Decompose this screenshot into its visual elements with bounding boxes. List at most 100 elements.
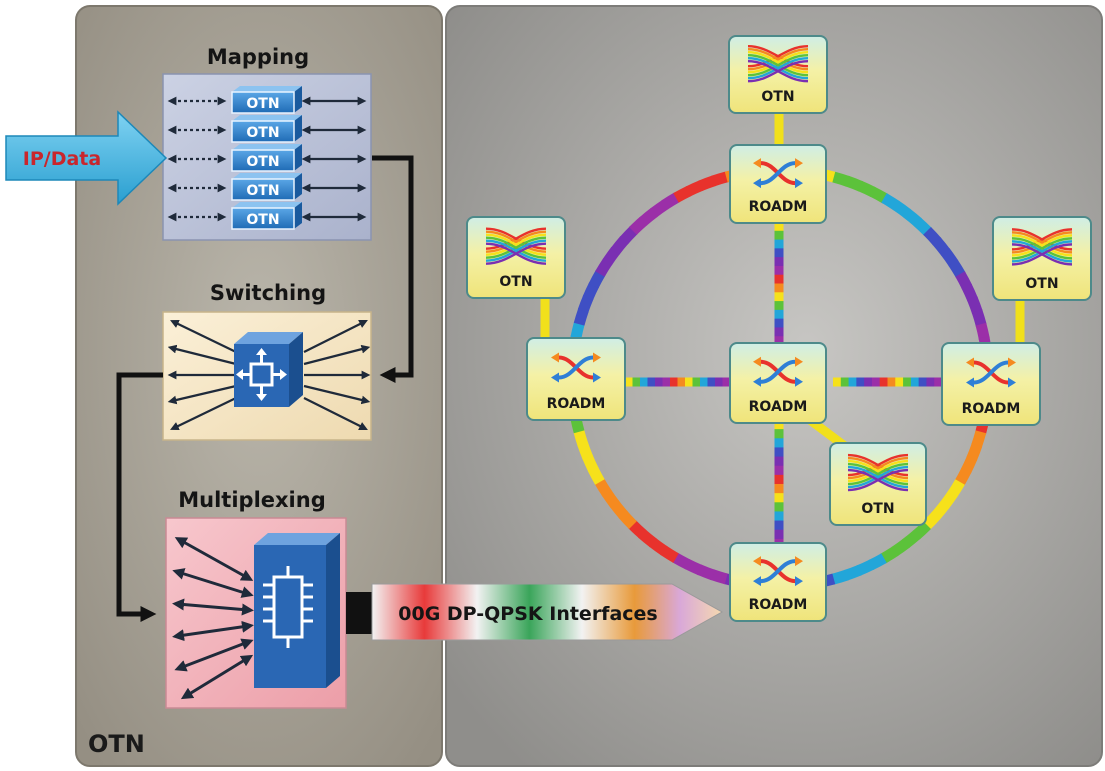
otn-panel-title: OTN: [88, 730, 145, 758]
ring-segment: [971, 430, 987, 448]
ring-segment: [594, 478, 612, 497]
roadm-node-top: ROADM: [729, 144, 827, 224]
ring-segment: [881, 193, 900, 211]
mapping-title: Mapping: [207, 45, 309, 69]
roadm-node-left: ROADM: [526, 337, 626, 421]
switch-port-arrow: [170, 319, 237, 353]
ring-segment: [947, 479, 965, 498]
roadm-node-label: ROADM: [547, 396, 606, 412]
roadm-switch-icon: [753, 556, 803, 587]
ring-segment: [939, 490, 958, 510]
ring-segment: [831, 569, 849, 585]
otn-container: [231, 149, 295, 172]
mux-tributary-arrow: [180, 654, 254, 700]
otn-container: [231, 120, 295, 143]
ring-segment: [975, 322, 990, 340]
switch-port-arrow: [170, 397, 237, 431]
ring-segment: [880, 546, 899, 564]
ring-segment: [955, 271, 973, 290]
roadm-switch-icon: [551, 352, 601, 383]
otn-container: [231, 91, 295, 114]
roadm-switch-icon: [966, 357, 1016, 388]
ring-segment: [587, 466, 605, 485]
otn-node-label: OTN: [861, 501, 894, 517]
otn-container-label: OTN: [246, 183, 279, 199]
otn-crossconnect-icon: [1011, 228, 1073, 266]
switch-port-arrow: [303, 384, 371, 405]
ring-segment: [673, 185, 692, 203]
interface-label: 00G DP-QPSK Interfaces: [398, 603, 657, 625]
ring-segment: [932, 237, 951, 256]
ring-segment: [610, 236, 629, 255]
ring-segment: [602, 246, 621, 266]
ring-segment: [685, 180, 704, 197]
otn-node-label: OTN: [761, 89, 794, 105]
ring-segment: [912, 521, 931, 540]
ring-segment: [711, 171, 729, 187]
ring-segment: [948, 259, 966, 278]
ring-segment: [922, 511, 941, 530]
ring-segment: [648, 537, 668, 556]
switch-port-arrow: [303, 397, 368, 430]
roadm-node-center: ROADM: [729, 342, 827, 424]
switch-port-arrow: [303, 344, 371, 366]
ring-segment: [577, 441, 593, 460]
switch-icon: [234, 332, 303, 407]
roadm-node-label: ROADM: [749, 399, 808, 415]
roadm-node-label: ROADM: [749, 597, 808, 613]
ring-segment: [891, 538, 910, 557]
ring-segment: [582, 282, 600, 301]
ring-spokes: [625, 222, 943, 549]
ring-segment: [672, 552, 691, 570]
interface-arrow: 00G DP-QPSK Interfaces: [346, 583, 724, 641]
otn-node-top: OTN: [728, 35, 828, 114]
otn-container: [231, 207, 295, 230]
roadm-node-label: ROADM: [962, 401, 1021, 417]
mux-fanin-arrows: [172, 537, 254, 700]
ring-segment: [577, 294, 594, 313]
switching-title: Switching: [210, 281, 326, 305]
roadm-switch-icon: [753, 158, 803, 189]
ring-segment: [960, 455, 978, 474]
roadm-node-bottom: ROADM: [729, 542, 827, 622]
mux-tributary-arrow: [172, 620, 254, 642]
ring-segment: [639, 207, 658, 226]
switch-port-arrow: [303, 320, 368, 353]
ring-segment: [582, 454, 599, 473]
otn-node-label: OTN: [499, 274, 532, 290]
otn-container: [231, 178, 295, 201]
ring-segment: [660, 545, 679, 563]
ring-segment: [843, 565, 862, 581]
ring-segment: [595, 258, 613, 277]
ring-segment: [856, 559, 875, 576]
ring-segment: [573, 308, 589, 326]
ring-segment: [954, 467, 972, 486]
mux-icon: [254, 533, 340, 688]
switch-fanout-arrows: [167, 319, 371, 431]
mapping-to-switching-connector: [372, 155, 414, 384]
multiplexing-title: Multiplexing: [178, 488, 325, 512]
ring-segment: [570, 321, 585, 339]
ring-segment: [971, 309, 987, 327]
ring-segment: [628, 520, 647, 539]
mux-tributary-arrow: [172, 568, 254, 598]
switching-to-multiplexing-connector: [116, 372, 163, 623]
otn-node-label: OTN: [1025, 276, 1058, 292]
ring-segment: [931, 501, 950, 520]
otn-container-label: OTN: [246, 212, 279, 228]
ring-segment: [638, 529, 657, 548]
ring-segment: [857, 180, 876, 198]
ring-segment: [923, 227, 942, 246]
ring-segment: [573, 429, 589, 447]
mux-tributary-arrow: [172, 598, 254, 616]
otn-crossconnect-icon: [747, 45, 809, 83]
ring-segment: [913, 217, 932, 236]
ring-segment: [684, 558, 703, 576]
ring-segment: [618, 510, 637, 529]
ring-segment: [588, 270, 606, 289]
ring-segment: [650, 199, 669, 218]
otn-container-label: OTN: [246, 125, 279, 141]
network-nodes: OTN OTN OTN OTN ROADM ROADM ROADM ROADM ROADM: [466, 35, 1092, 622]
